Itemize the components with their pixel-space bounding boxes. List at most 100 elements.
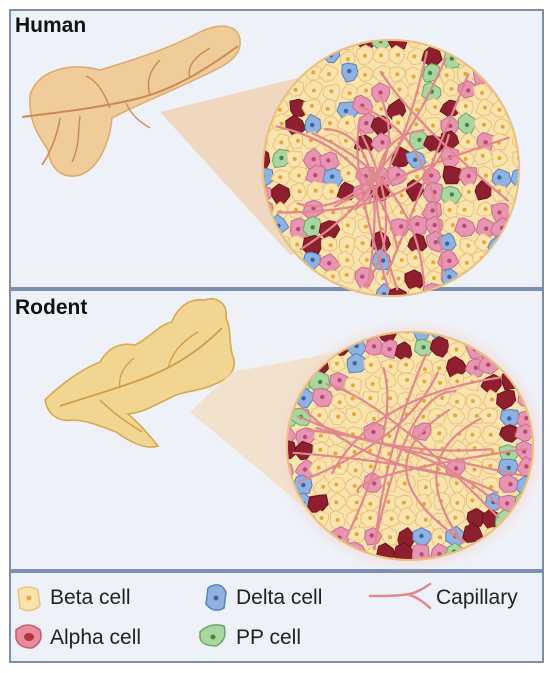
- beta-cell-nucleus: [331, 210, 336, 215]
- beta-cell-nucleus: [470, 498, 475, 503]
- beta-cell-nucleus: [413, 255, 418, 260]
- beta-cell-nucleus: [490, 449, 495, 454]
- beta-cell-nucleus: [368, 464, 373, 469]
- capillary-vessel: [379, 70, 510, 202]
- beta-cell-nucleus: [292, 157, 297, 161]
- beta-cell-nucleus: [379, 53, 383, 58]
- beta-cell-nucleus: [309, 103, 314, 108]
- alpha-cell-nucleus: [523, 429, 528, 434]
- capillary-vessel: [292, 451, 499, 494]
- beta-cell-nucleus: [334, 500, 339, 505]
- beta-cell-nucleus: [433, 105, 438, 110]
- beta-cell-nucleus: [497, 107, 502, 112]
- beta-cell-nucleus: [450, 223, 455, 228]
- capillary-vessel: [353, 50, 428, 211]
- delta-cell-nucleus: [447, 274, 452, 279]
- delta-cell-nucleus: [419, 533, 424, 539]
- alpha-cell-nucleus: [453, 466, 459, 471]
- capillary-vessel: [435, 417, 482, 544]
- alpha-cell-nucleus: [387, 347, 392, 352]
- capillary-vessel: [405, 408, 466, 544]
- delta-cell-nucleus: [343, 108, 349, 114]
- pp-cell-nucleus: [427, 70, 433, 76]
- beta-cell-nucleus: [497, 156, 502, 160]
- alpha-cell: [462, 522, 484, 543]
- delta-cell-nucleus: [497, 175, 502, 180]
- beta-cell-nucleus: [414, 122, 419, 127]
- beta-cell-nucleus: [396, 52, 400, 57]
- beta-cell-nucleus: [423, 485, 428, 490]
- alpha-cell-nucleus: [524, 415, 529, 421]
- alpha-cell-nucleus: [433, 240, 438, 245]
- beta-cell-nucleus: [423, 517, 428, 522]
- delta-cell-nucleus: [354, 343, 359, 349]
- beta-cell-nucleus: [399, 258, 404, 262]
- beta-cell-nucleus: [412, 54, 417, 59]
- capillary-vessel: [276, 133, 450, 214]
- alpha-cell-nucleus: [302, 434, 308, 440]
- beta-cell-nucleus: [482, 240, 487, 245]
- human-pancreas-organ: [21, 25, 241, 177]
- capillary-vessel: [345, 366, 389, 539]
- delta-cell: [412, 332, 432, 341]
- pp-cell-nucleus: [449, 56, 454, 61]
- beta-cell-nucleus: [329, 189, 334, 194]
- beta-cell-nucleus: [279, 121, 284, 126]
- alpha-cell-nucleus: [371, 344, 377, 349]
- delta-cell-nucleus: [412, 157, 418, 162]
- alpha-cell-nucleus: [313, 172, 318, 178]
- beta-cell-nucleus: [328, 243, 333, 248]
- beta-cell-nucleus: [345, 223, 350, 228]
- beta-cell-nucleus: [368, 516, 373, 520]
- beta-cell-nucleus: [399, 193, 404, 198]
- alpha-cell-nucleus: [311, 157, 316, 162]
- pp-cell-nucleus: [317, 379, 323, 385]
- beta-cell-nucleus: [277, 107, 282, 112]
- beta-cell-nucleus: [388, 364, 393, 369]
- alpha-cell: [496, 389, 517, 411]
- capillary-icon: [368, 582, 432, 610]
- beta-cell-nucleus: [316, 465, 321, 470]
- alpha-cell-nucleus: [419, 552, 424, 557]
- beta-cell-nucleus: [345, 258, 350, 263]
- beta-cell-nucleus: [488, 432, 493, 437]
- alpha-cell-nucleus: [486, 362, 491, 367]
- alpha-cell-nucleus: [473, 365, 479, 370]
- beta-cell-nucleus: [354, 532, 359, 537]
- beta-cell-nucleus: [334, 361, 339, 366]
- capillary-vessel: [373, 353, 427, 551]
- beta-cell-nucleus: [344, 272, 349, 277]
- beta-cell-nucleus: [462, 207, 467, 212]
- beta-cell-nucleus: [295, 242, 300, 247]
- delta-cell-nucleus: [310, 122, 315, 128]
- alpha-cell-nucleus: [302, 467, 308, 472]
- alpha-cell-nucleus: [378, 90, 383, 95]
- alpha-cell: [429, 336, 450, 358]
- beta-cell-nucleus: [327, 72, 331, 77]
- alpha-cell: [387, 286, 409, 296]
- beta-cell-nucleus: [440, 396, 445, 400]
- beta-cell-nucleus: [388, 535, 393, 540]
- beta-cell-nucleus: [470, 432, 475, 437]
- beta-cell-nucleus: [447, 208, 452, 212]
- beta-cell-nucleus: [311, 70, 316, 75]
- beta-cell-nucleus: [368, 362, 373, 367]
- beta-cell-nucleus: [404, 362, 409, 367]
- legend-alpha-label: Alpha cell: [50, 626, 142, 649]
- legend-pp-label: PP cell: [236, 626, 301, 649]
- beta-cell-nucleus: [455, 399, 460, 404]
- beta-cell-nucleus: [487, 413, 491, 418]
- beta-cell-nucleus: [336, 414, 341, 419]
- beta-cell-nucleus: [396, 276, 401, 281]
- beta-cell-nucleus: [350, 383, 355, 388]
- delta-cell-nucleus: [310, 257, 315, 262]
- capillary-vessel: [325, 383, 500, 519]
- beta-cell-nucleus: [484, 173, 488, 178]
- beta-cell-nucleus: [297, 173, 301, 178]
- beta-cell-nucleus: [437, 535, 442, 540]
- beta-cell-nucleus: [352, 450, 357, 454]
- beta-cell: [345, 494, 364, 510]
- beta-cell-nucleus: [313, 188, 318, 193]
- beta-cell: [512, 151, 519, 168]
